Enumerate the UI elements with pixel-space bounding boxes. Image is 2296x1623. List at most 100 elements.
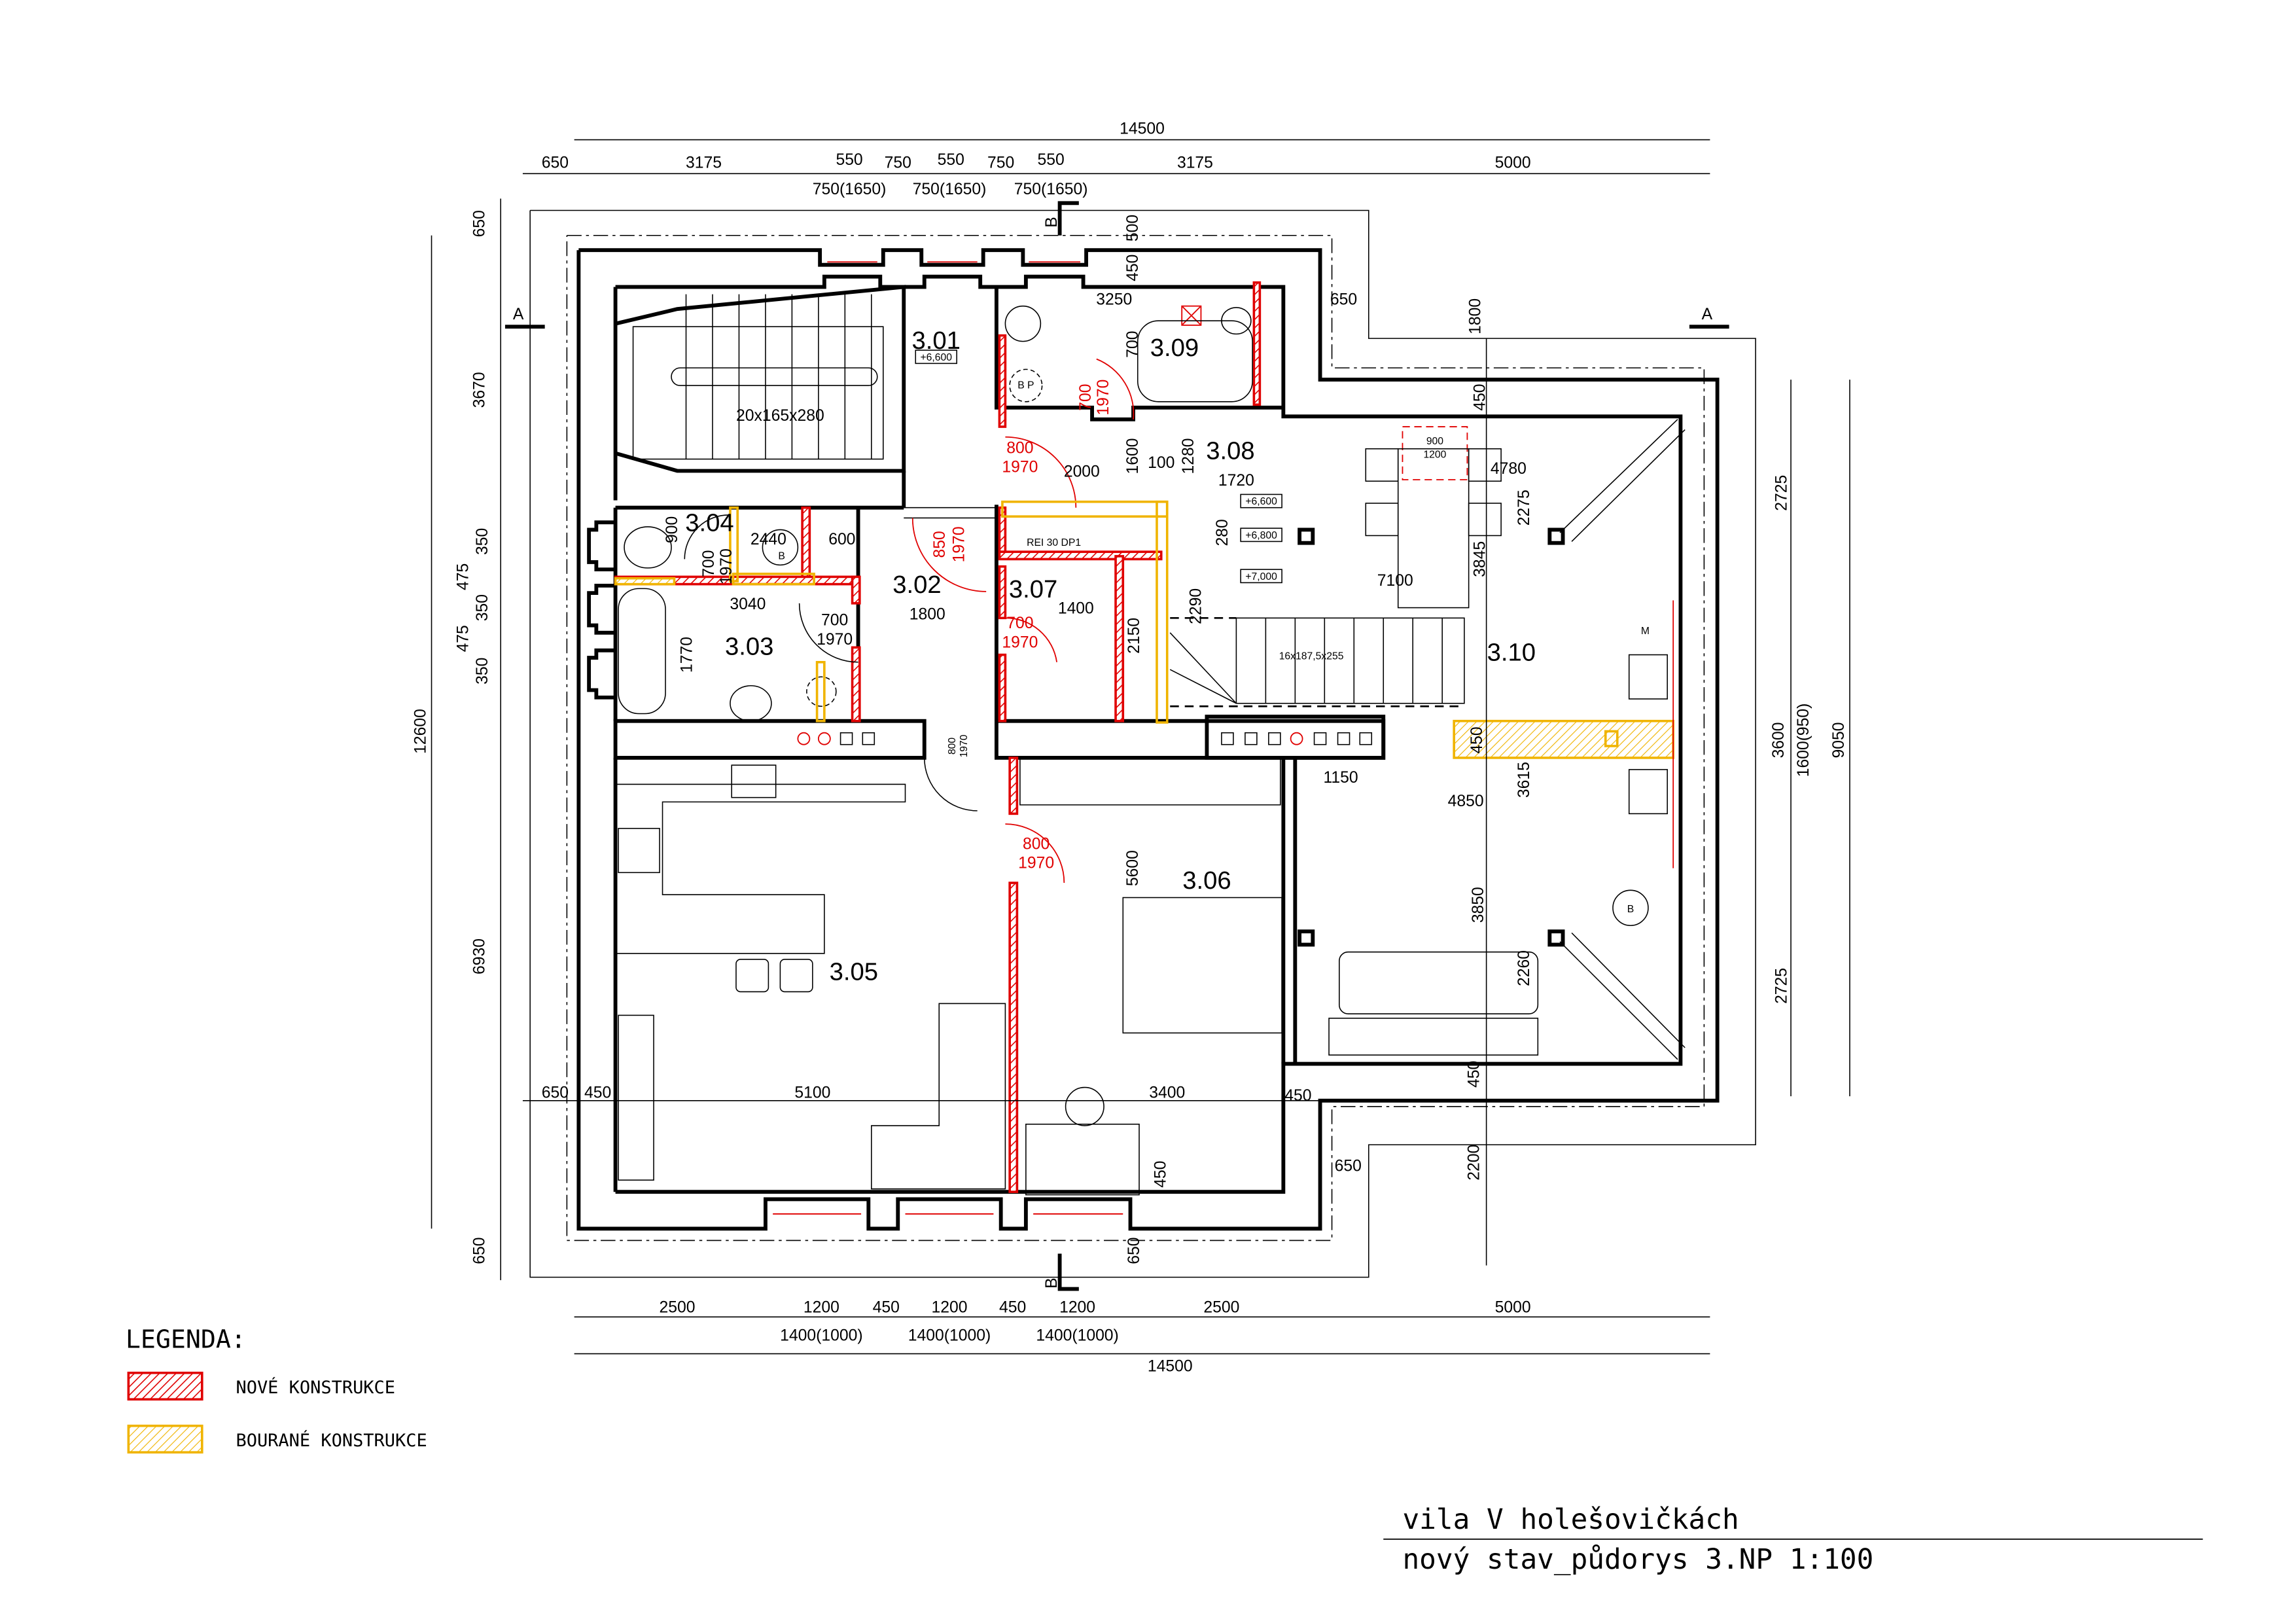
dim-bottom: 5000 xyxy=(1495,1299,1531,1317)
section-mark-a: A xyxy=(513,306,524,323)
project-title: vila V holešovičkách xyxy=(1402,1503,1739,1536)
inner-dim: 450 xyxy=(1471,383,1489,410)
inner-dim: 650 xyxy=(1125,1238,1143,1264)
dim-top-window: 750(1650) xyxy=(913,181,987,198)
door-width: 850 xyxy=(931,531,949,558)
table-size: 1200 xyxy=(1423,449,1446,460)
dim-top: 3175 xyxy=(1177,154,1213,171)
inner-dim: 4780 xyxy=(1491,460,1527,478)
dim-top: 5000 xyxy=(1495,154,1531,171)
inner-dim: 3850 xyxy=(1470,887,1487,923)
fire-rating-label: REI 30 DP1 xyxy=(1027,537,1081,548)
inner-dimensions: 3250 650 1800 2000 1600 100 1280 1720 47… xyxy=(542,215,1533,1264)
inner-dim: 4850 xyxy=(1448,793,1484,810)
door-labels: 800 1970 850 1970 700 1970 700 1970 700 … xyxy=(700,380,1112,872)
dim-left: 650 xyxy=(470,210,488,237)
door-width: 700 xyxy=(1006,615,1033,632)
dim-bottom: 450 xyxy=(873,1299,900,1317)
dim-bottom: 1200 xyxy=(1059,1299,1095,1317)
appliance-label: B xyxy=(778,550,785,562)
bottom-dimensions: 2500 1200 450 1200 450 1200 2500 5000 14… xyxy=(660,1299,1531,1376)
dim-left: 350 xyxy=(474,594,491,621)
door-height: 1970 xyxy=(1002,633,1038,651)
annotations: +6,600 +6,800 +7,000 20x165x280 16x187,5… xyxy=(736,380,1650,915)
inner-dim: 2290 xyxy=(1187,588,1205,624)
door-height: 1970 xyxy=(1095,380,1112,416)
legend-swatch-new xyxy=(127,1371,203,1401)
stair-label: 20x165x280 xyxy=(736,407,824,425)
inner-dim: 100 xyxy=(1148,454,1174,472)
dim-top-window: 750(1650) xyxy=(813,181,887,198)
inner-dim: 900 xyxy=(663,516,681,543)
inner-dim: 3040 xyxy=(730,596,766,613)
dim-bottom: 450 xyxy=(999,1299,1026,1317)
door-height: 1970 xyxy=(718,548,735,584)
spiral-stair xyxy=(1169,616,1465,707)
inner-dim: 1720 xyxy=(1218,472,1254,490)
section-marks: A A B B xyxy=(504,201,1729,1291)
dim-top: 650 xyxy=(542,154,569,171)
door-height: 1970 xyxy=(959,734,970,757)
dim-top: 3175 xyxy=(686,154,722,171)
level-mark: +7,000 xyxy=(1245,571,1277,582)
dim-left-total: 12600 xyxy=(412,709,430,754)
door-width: 800 xyxy=(1023,835,1050,853)
door-height: 1970 xyxy=(950,526,968,562)
dim-bottom: 2500 xyxy=(660,1299,696,1317)
inner-dim: 5600 xyxy=(1124,850,1142,886)
door-height: 1970 xyxy=(817,631,853,649)
section-mark-b: B xyxy=(1043,1277,1061,1289)
dim-right: 1600(950) xyxy=(1795,704,1812,777)
dim-top: 550 xyxy=(1037,151,1064,169)
room-label: 3.04 xyxy=(685,509,733,537)
inner-dim: 1280 xyxy=(1180,438,1197,474)
dim-top-total: 14500 xyxy=(1120,120,1165,138)
section-mark-a: A xyxy=(1702,306,1713,323)
inner-dim: 450 xyxy=(584,1084,611,1101)
level-mark: +6,800 xyxy=(1245,530,1277,541)
stair-label: 16x187,5x255 xyxy=(1279,651,1344,662)
door-width: 800 xyxy=(947,738,958,755)
legend-label-demolished: BOURANÉ KONSTRUKCE xyxy=(236,1430,427,1451)
site-outline xyxy=(529,209,1756,1278)
inner-dim: 2260 xyxy=(1515,950,1533,986)
room-labels: 3.01 +6,600 3.02 3.03 3.04 3.05 3.06 3.0… xyxy=(685,327,1536,986)
left-dimensions: 650 3670 350 475 350 475 350 6930 650 12… xyxy=(412,210,491,1264)
inner-dim: 650 xyxy=(1335,1158,1362,1175)
inner-dim: 450 xyxy=(1152,1161,1169,1188)
inner-dim: 2200 xyxy=(1465,1145,1483,1181)
dim-right: 3600 xyxy=(1770,722,1788,758)
right-dimensions: 2725 3600 1600(950) 9050 2725 xyxy=(1770,475,1848,1004)
inner-dim: 3845 xyxy=(1471,541,1489,577)
inner-dim: 500 xyxy=(1124,215,1142,241)
dim-right: 9050 xyxy=(1830,722,1848,758)
door-width: 800 xyxy=(1006,440,1033,457)
dim-top-window: 750(1650) xyxy=(1014,181,1088,198)
dim-bottom: 1200 xyxy=(804,1299,839,1317)
legend-label-new: NOVÉ KONSTRUKCE xyxy=(236,1377,395,1398)
level-mark: +6,600 xyxy=(1245,496,1277,507)
inner-dim: 280 xyxy=(1214,519,1231,546)
room-level: +6,600 xyxy=(920,352,952,363)
interior-walls xyxy=(613,285,1386,1064)
room-label: 3.08 xyxy=(1206,437,1254,465)
title-block: vila V holešovičkách nový stav_půdorys 3… xyxy=(1383,1503,2203,1576)
inner-dim: 7100 xyxy=(1377,572,1413,590)
inner-dim: 450 xyxy=(1124,255,1142,281)
dim-left: 475 xyxy=(455,563,472,590)
dim-top: 550 xyxy=(938,151,964,169)
room-label: 3.10 xyxy=(1487,639,1536,667)
dim-bottom-window: 1400(1000) xyxy=(1036,1327,1118,1344)
dim-left: 6930 xyxy=(470,938,488,974)
inner-dim: 700 xyxy=(1124,331,1142,358)
inner-dim: 3615 xyxy=(1515,762,1533,798)
inner-dim: 2275 xyxy=(1515,490,1533,526)
dim-left: 3670 xyxy=(470,372,488,408)
main-stair xyxy=(632,294,884,460)
chimney-flues xyxy=(797,732,1373,745)
inner-dim: 1400 xyxy=(1058,600,1094,618)
legend: LEGENDA: NOVÉ KONSTRUKCE BOURANÉ KONSTRU… xyxy=(126,1326,427,1454)
dim-left: 350 xyxy=(474,658,491,685)
dim-left: 475 xyxy=(455,625,472,652)
dim-top: 550 xyxy=(836,151,862,169)
